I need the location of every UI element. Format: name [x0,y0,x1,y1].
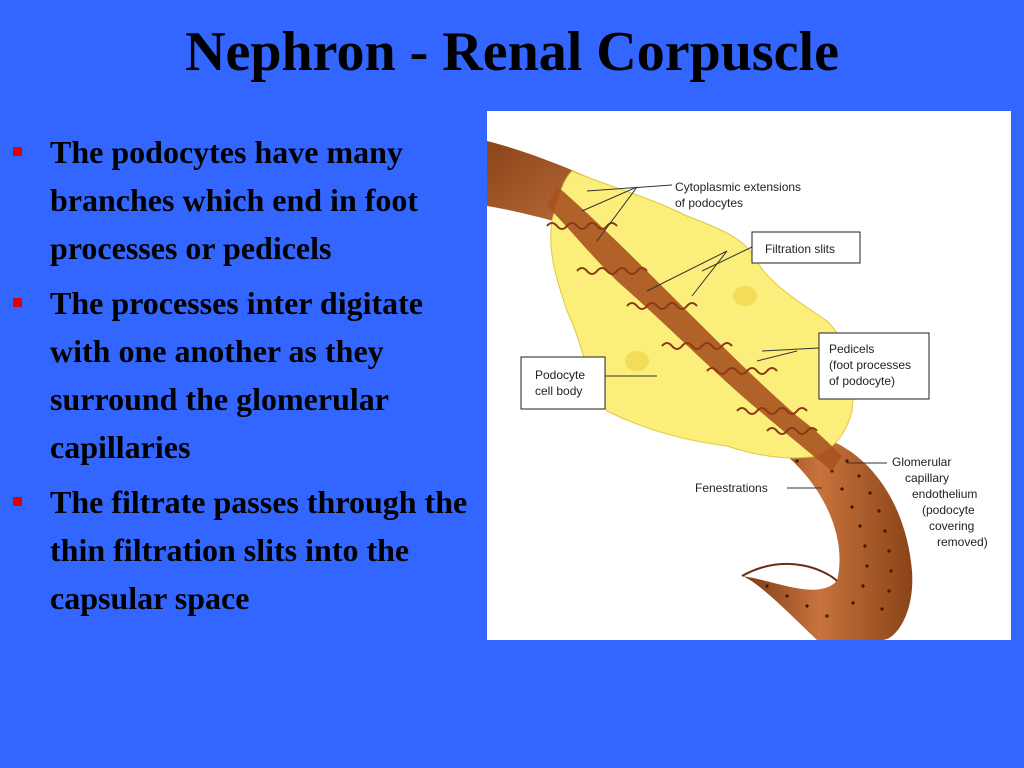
pedicel-rows [546,222,818,435]
label-cytoplasmic-2: of podocytes [675,196,743,210]
label-glomerular-2: capillary [905,471,949,485]
label-glomerular-4: (podocyte [922,503,975,517]
diagram-illustration: Cytoplasmic extensions of podocytes Filt… [487,141,988,640]
filtration-slits-box [751,231,861,264]
podocyte-diagram: Cytoplasmic extensions of podocytes Filt… [487,111,1011,640]
label-podocyte-2: cell body [535,384,582,398]
label-cytoplasmic-1: Cytoplasmic extensions [675,180,801,194]
bullet-item: The filtrate passes through the thin fil… [8,478,478,622]
label-glomerular-5: covering [929,519,974,533]
bullet-item: The processes inter digitate with one an… [8,279,478,471]
capillary-under-podocyte [547,186,842,471]
pedicels-box [818,332,930,400]
bullet-text: The podocytes have many branches which e… [50,134,419,266]
label-pedicels-1: Pedicels [829,342,874,356]
label-pedicels-2: (foot processes [829,358,911,372]
label-pedicels-3: of podocyte) [829,374,895,388]
bullet-list: The podocytes have many branches which e… [8,128,478,629]
label-filtration-slits: Filtration slits [765,242,835,256]
label-glomerular-6: removed) [937,535,988,549]
glomerular-capillary [742,441,913,640]
bullet-text: The filtrate passes through the thin fil… [50,484,468,616]
bullet-square-icon [13,497,22,506]
label-glomerular-3: endothelium [912,487,977,501]
label-podocyte-1: Podocyte [535,368,585,382]
slide-title: Nephron - Renal Corpuscle [185,21,839,83]
label-fenestrations: Fenestrations [695,481,768,495]
leader-lines [581,184,887,489]
podocyte-body [550,170,854,459]
podocyte-cell-body-box [520,356,606,410]
bullet-item: The podocytes have many branches which e… [8,128,478,272]
bullet-text: The processes inter digitate with one an… [50,285,423,465]
bullet-square-icon [13,298,22,307]
bullet-square-icon [13,147,22,156]
label-glomerular-1: Glomerular [892,455,951,469]
